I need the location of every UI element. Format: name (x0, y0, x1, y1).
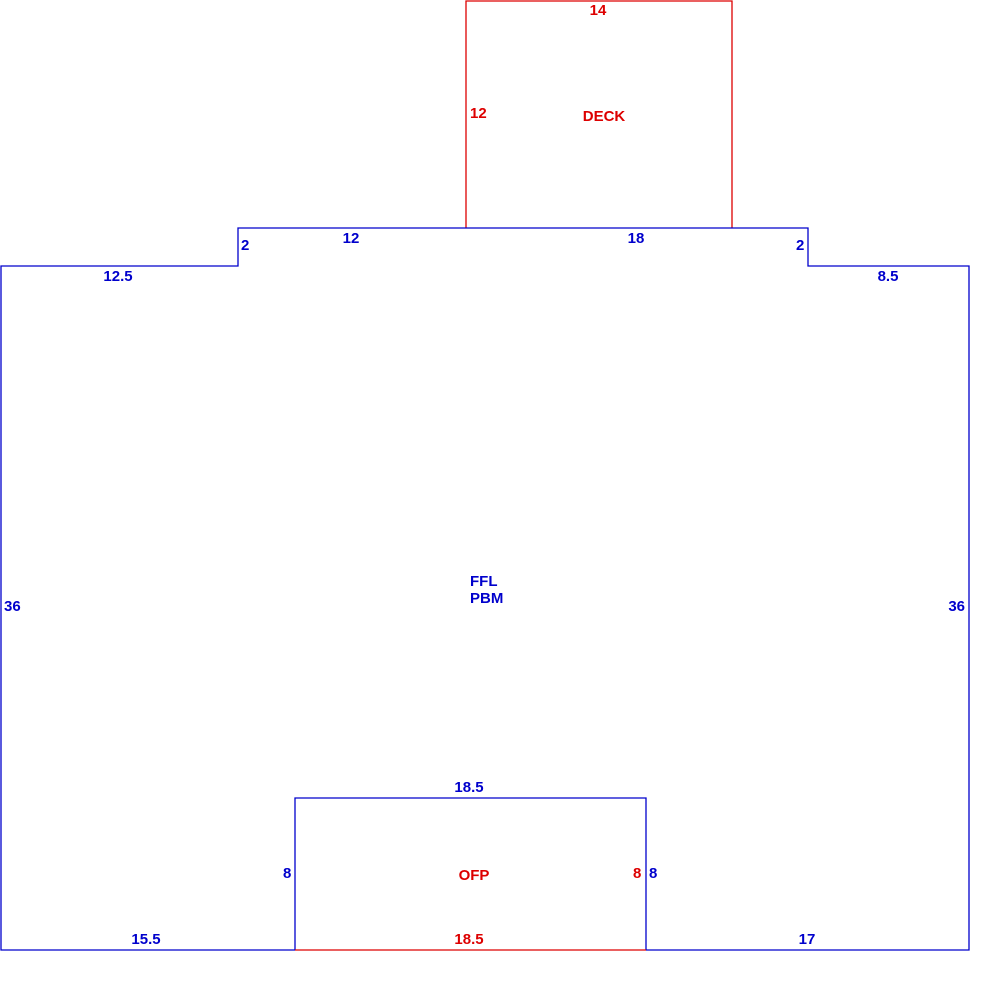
dim-right-step: 2 (796, 237, 804, 254)
dim-left-step: 2 (241, 237, 249, 254)
dim-top-right-wall: 8.5 (878, 268, 899, 285)
floor-label-ffl: FFL (470, 573, 498, 590)
deck-outline (465, 0, 733, 228)
dim-top-left-wall: 12.5 (103, 268, 132, 285)
dim-top-right-inner: 18 (628, 230, 645, 247)
ofp-right-inner-dimension: 8 (633, 865, 641, 882)
deck-top-dimension: 14 (590, 2, 607, 19)
deck-area: 14 12 DECK (465, 0, 733, 228)
floor-outline (0, 227, 970, 951)
ofp-right-outer-dimension: 8 (649, 865, 657, 882)
dim-bottom-right: 17 (799, 931, 816, 948)
dim-left-wall: 36 (4, 598, 21, 615)
ofp-label: OFP (459, 867, 490, 884)
ofp-bottom-dimension: 18.5 (454, 931, 483, 948)
ofp-left-dimension: 8 (283, 865, 291, 882)
main-floor: 12.5 2 12 18 2 8.5 36 36 15.5 17 FFL PBM (0, 227, 970, 951)
ofp-outline (294, 797, 647, 950)
ofp-top-dimension: 18.5 (454, 779, 483, 796)
ofp-area: 18.5 8 8 8 OFP 18.5 (283, 779, 657, 951)
dim-top-left-inner: 12 (343, 230, 360, 247)
dim-right-wall: 36 (948, 598, 965, 615)
deck-label: DECK (583, 108, 626, 125)
deck-left-dimension: 12 (470, 105, 487, 122)
dim-bottom-left: 15.5 (131, 931, 160, 948)
floor-label-pbm: PBM (470, 590, 503, 607)
